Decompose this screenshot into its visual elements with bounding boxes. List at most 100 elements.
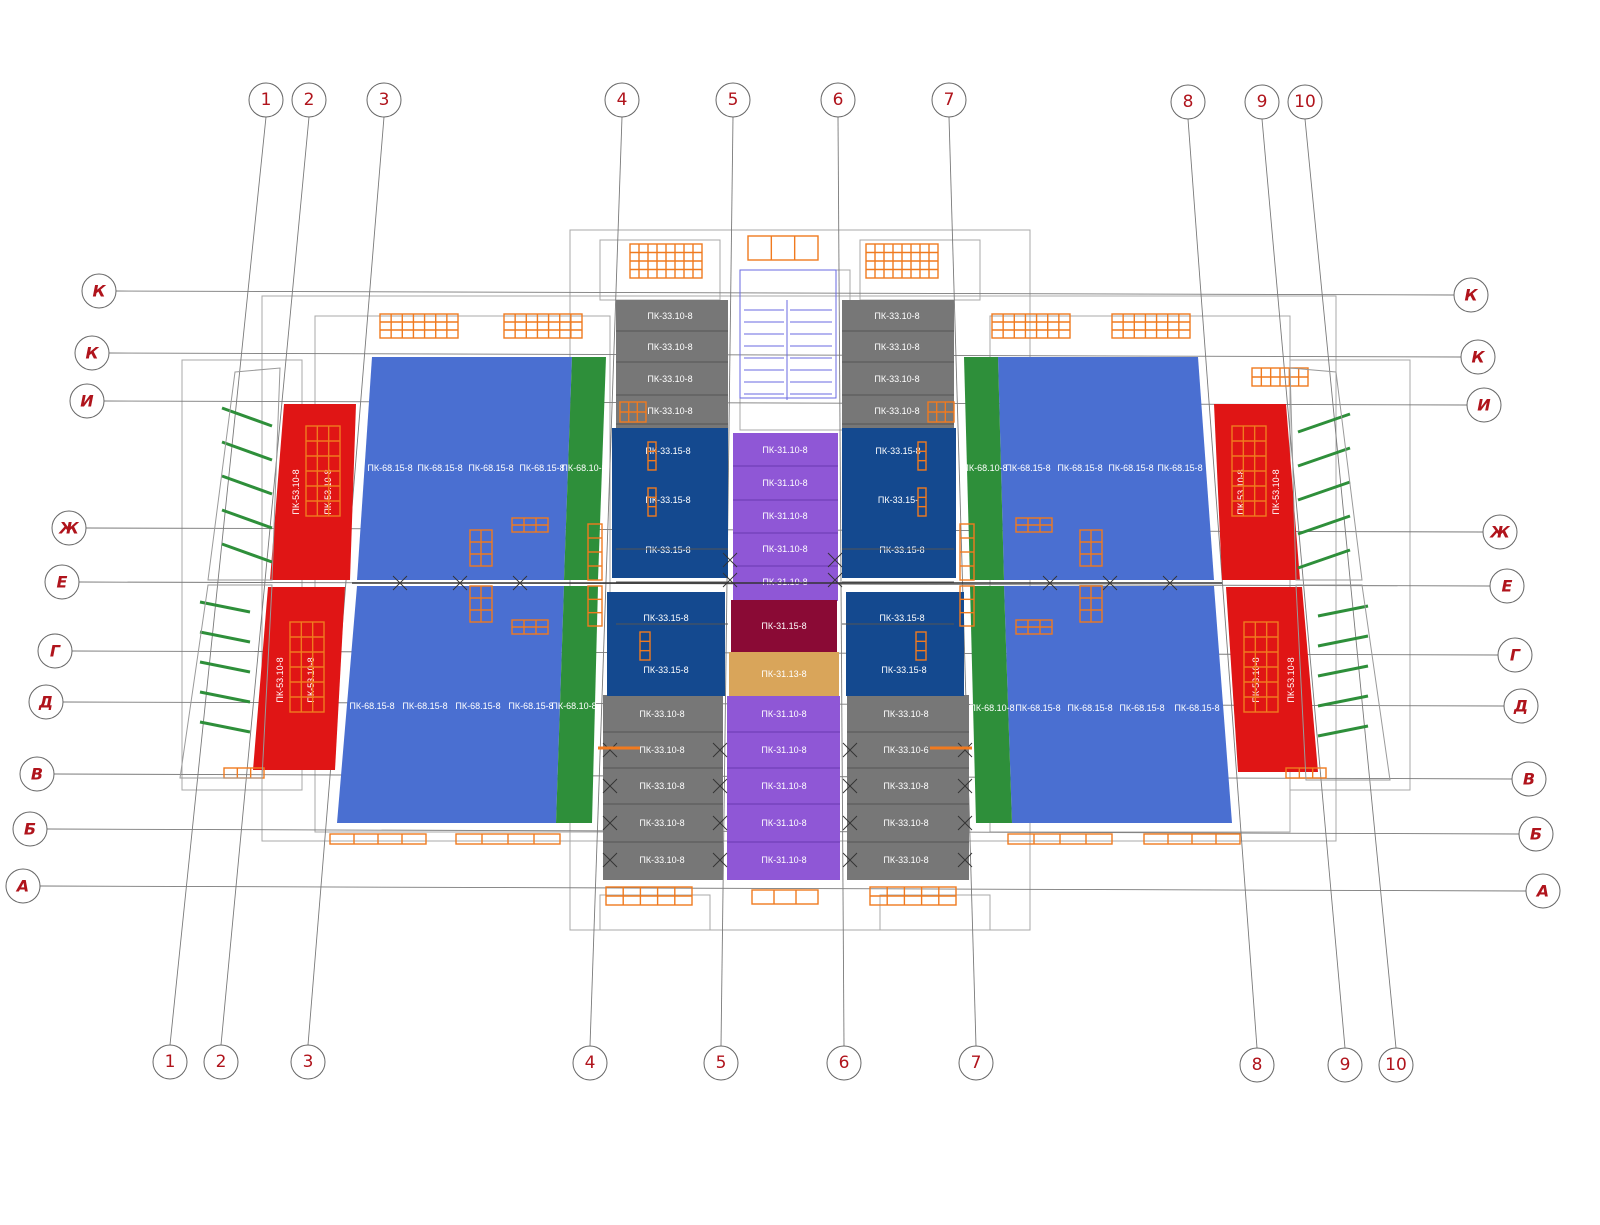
window-left-db-3-frame [639,631,651,661]
axis-bubble-bottom-2-label: 2 [216,1052,227,1072]
axis-bubble-right-10-circle [1525,873,1561,909]
axis-bubble-bottom-9-label: 9 [1340,1055,1351,1075]
window-right-db-1-frame [917,441,927,471]
right-wing-frame-top [1289,367,1363,581]
balcony-bar-left-top-1 [221,440,273,462]
window-left-stair [619,401,647,423]
slab-label-left-blue-bottom-3: ПК-68.15-8 [455,701,500,711]
slab-label-center-purple-bottom-3: ПК-31.10-8 [761,781,806,791]
slab-label-right-gray-top-4: ПК-33.10-8 [874,406,919,416]
axis-bubble-left-5-label: Е [57,573,68,592]
slab-left-red-bottom [253,587,345,770]
axis-bubble-bottom-7-label: 7 [971,1053,982,1073]
axis-bubble-left-9-circle [12,811,48,847]
slab-label-right-gray-bottom-5: ПК-33.10-8 [883,855,928,865]
grid-line-num-10 [1304,118,1397,1049]
outline-stair [739,269,851,431]
axis-bubble-right-5: Е [1489,568,1525,604]
slab-label-right-blue-bottom-1: ПК-68.15-8 [1015,703,1060,713]
slab-label-left-gray-bottom-2: ПК-33.10-8 [639,745,684,755]
slab-label-left-blue-top-1: ПК-68.15-8 [367,463,412,473]
balcony-bar-left-bottom-0 [199,600,251,614]
slab-label-left-gray-top-2: ПК-33.10-8 [647,342,692,352]
window-right-db-2 [917,487,927,517]
slab-label-left-blue-bottom-1: ПК-68.15-8 [349,701,394,711]
slab-label-left-gray-top-1: ПК-33.10-8 [647,311,692,321]
balcony-bar-right-top-3 [1297,514,1351,536]
slab-right-gray-bottom [847,695,969,880]
axis-bubble-top-9-circle [1244,84,1280,120]
joint-x-7 [712,742,728,758]
joint-x-18 [842,815,858,831]
joint-x-22 [722,552,738,568]
window-upper-left-1 [379,313,459,339]
slab-label-left-darkblue-bottom-2: ПК-33.15-8 [643,665,688,675]
balcony-bar-left-bottom-3 [199,690,251,704]
window-bottom-center-left [605,886,693,906]
axis-bubble-left-9-label: Б [24,820,36,839]
axis-bubble-left-1-circle [81,273,117,309]
window-bottom-left-1 [329,833,427,845]
window-left-red-1 [305,425,341,517]
axis-bubble-top-1-circle [248,82,284,118]
axis-bubble-top-2-circle [291,82,327,118]
axis-bubble-left-10-label: А [15,877,29,896]
axis-bubble-left-4: Ж [51,510,87,546]
slab-label-left-blue-bottom-4: ПК-68.15-8 [508,701,553,711]
slab-label-right-gray-bottom-1: ПК-33.10-8 [883,709,928,719]
axis-bubble-left-8: В [19,756,55,792]
slab-center-purple-top [733,433,838,601]
axis-bubble-left-6-circle [37,633,73,669]
axis-bubble-bottom-2: 2 [203,1044,239,1080]
slab-right-blue-bottom [1004,586,1232,823]
axis-bubble-right-9: Б [1518,816,1554,852]
window-right-blue-4 [1015,619,1053,635]
axis-bubble-right-6-circle [1497,637,1533,673]
axis-bubble-right-9-label: Б [1530,825,1542,844]
slab-label-right-blue-bottom-4: ПК-68.15-8 [1174,703,1219,713]
axis-bubble-left-4-circle [51,510,87,546]
slab-label-left-gray-bottom-3: ПК-33.10-8 [639,781,684,791]
axis-bubble-top-8: 8 [1170,84,1206,120]
joint-x-10 [602,815,618,831]
axis-bubble-bottom-10: 10 [1378,1047,1414,1083]
slab-label-left-darkblue-top-3: ПК-33.15-8 [645,545,690,555]
grid-line-num-4 [589,116,623,1047]
axis-bubble-bottom-6-label: 6 [839,1053,850,1073]
window-right-far [1251,367,1309,387]
axis-bubble-top-2: 2 [291,82,327,118]
joint-x-14 [842,742,858,758]
joint-x-0 [392,575,408,591]
axis-bubble-top-3: 3 [366,82,402,118]
axis-bubble-right-4-circle [1482,514,1518,550]
axis-bubble-right-6: Г [1497,637,1533,673]
slab-label-left-green-top: ПК-68.10-8 [561,463,606,473]
window-upper-left-1-frame [379,313,459,339]
axis-bubble-left-6: Г [37,633,73,669]
slab-right-green-bottom [970,586,1012,823]
axis-bubble-top-5-circle [715,82,751,118]
axis-bubble-left-4-label: Ж [58,519,79,538]
balcony-bar-right-bottom-4 [1317,724,1369,738]
window-left-blue-1 [469,529,493,567]
balcony-bar-right-bottom-0 [1317,604,1369,618]
axis-bubble-bottom-9-circle [1327,1047,1363,1083]
window-upper-right-2-frame [1111,313,1191,339]
balcony-bar-left-top-2 [221,474,273,496]
axis-bubble-left-7-label: Д [38,693,53,712]
slab-center-tan [729,652,839,696]
axis-bubble-top-5: 5 [715,82,751,118]
joint-x-1 [452,575,468,591]
axis-bubble-left-10-circle [5,868,41,904]
grid-line-letter-1 [115,290,1455,296]
axis-bubble-right-6-label: Г [1510,646,1521,665]
axis-bubble-top-5-label: 5 [728,90,739,110]
axis-bubble-left-2-circle [74,335,110,371]
slab-label-center-purple-top-4: ПК-31.10-8 [762,544,807,554]
axis-bubble-top-9: 9 [1244,84,1280,120]
window-upper-left-2 [503,313,583,339]
slab-label-right-darkblue-top-2: ПК-33.15- [878,495,918,505]
slab-right-darkblue-top [842,428,956,578]
axis-bubble-right-8: В [1511,761,1547,797]
